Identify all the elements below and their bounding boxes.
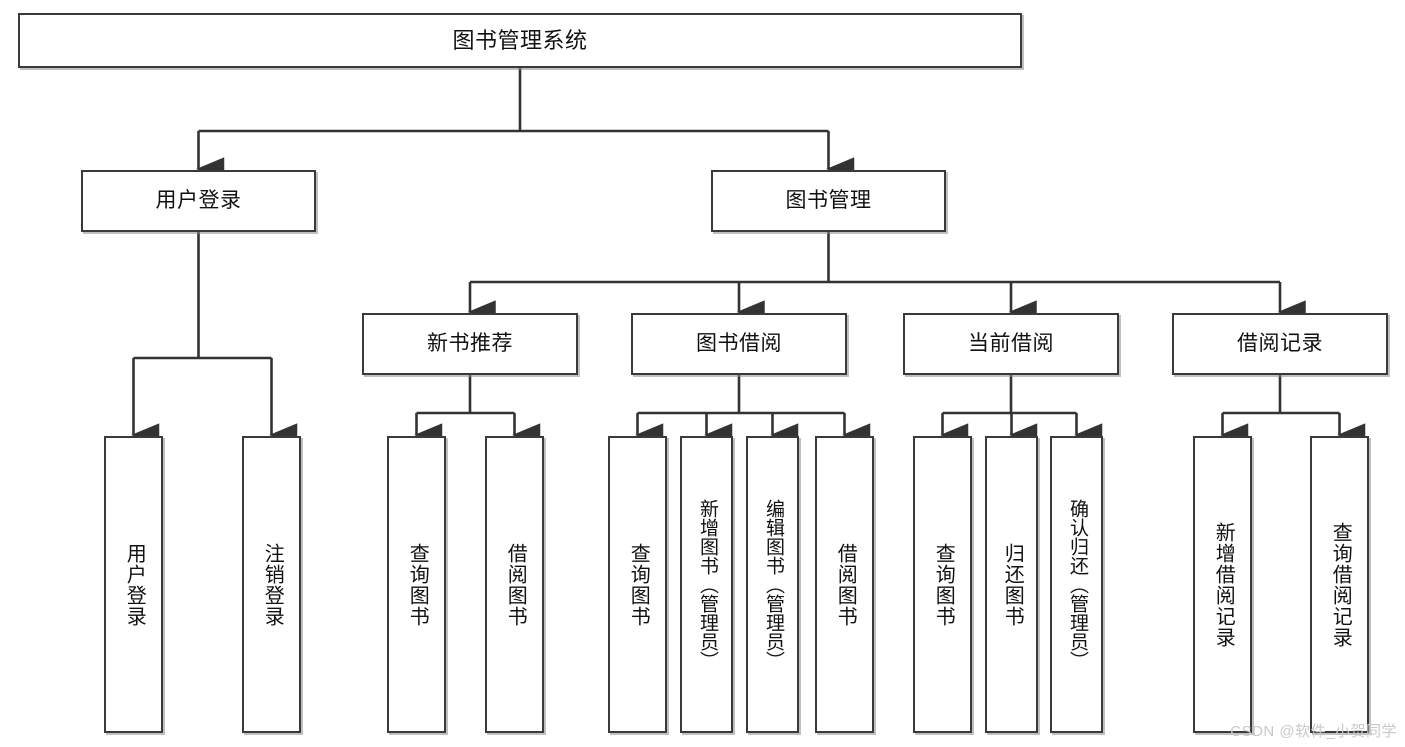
node-label: 借阅记录	[1237, 331, 1323, 355]
node-leaf-rec-1[interactable]: 新增借阅记录	[1193, 436, 1252, 733]
node-root[interactable]: 图书管理系统	[18, 13, 1022, 68]
node-leaf-new-2[interactable]: 借阅图书	[485, 436, 544, 733]
node-current[interactable]: 当前借阅	[903, 313, 1119, 375]
node-leaf-cur-1[interactable]: 查询图书	[913, 436, 972, 733]
node-leaf-rec-2[interactable]: 查询借阅记录	[1310, 436, 1369, 733]
node-label: 归还图书	[1001, 542, 1024, 627]
node-leaf-borrow-4[interactable]: 借阅图书	[815, 436, 874, 733]
node-label: 借阅图书	[834, 542, 857, 627]
node-label: 查询图书	[932, 542, 955, 627]
node-label: 当前借阅	[968, 331, 1054, 355]
node-label: 用户登录	[155, 188, 242, 212]
node-label: 图书管理	[785, 188, 872, 212]
node-label: 新增图书（管理员）	[696, 499, 718, 670]
node-leaf-cur-2[interactable]: 归还图书	[985, 436, 1038, 733]
node-leaf-new-1[interactable]: 查询图书	[387, 436, 446, 733]
node-leaf-borrow-1[interactable]: 查询图书	[608, 436, 667, 733]
node-login[interactable]: 用户登录	[81, 170, 316, 232]
node-leaf-borrow-3[interactable]: 编辑图书（管理员）	[746, 436, 799, 733]
node-leaf-login-1[interactable]: 用户登录	[104, 436, 163, 733]
node-label: 新增借阅记录	[1212, 521, 1235, 648]
watermark-label: CSDN @软件_小贺同学	[1230, 723, 1397, 740]
node-leaf-borrow-2[interactable]: 新增图书（管理员）	[680, 436, 733, 733]
node-label: 图书借阅	[696, 331, 782, 355]
node-label: 新书推荐	[427, 331, 513, 355]
node-label: 借阅图书	[504, 542, 527, 627]
node-label: 图书管理系统	[452, 27, 588, 53]
node-bookmgmt[interactable]: 图书管理	[711, 170, 946, 232]
node-label: 用户登录	[123, 542, 146, 627]
node-newbook[interactable]: 新书推荐	[362, 313, 578, 375]
node-label: 查询图书	[406, 542, 429, 627]
node-leaf-cur-3[interactable]: 确认归还（管理员）	[1050, 436, 1103, 733]
node-borrow[interactable]: 图书借阅	[631, 313, 847, 375]
node-label: 查询图书	[627, 542, 650, 627]
node-label: 注销登录	[261, 542, 284, 627]
node-records[interactable]: 借阅记录	[1172, 313, 1388, 375]
node-label: 查询借阅记录	[1329, 521, 1352, 648]
node-label: 编辑图书（管理员）	[762, 499, 784, 670]
node-label: 确认归还（管理员）	[1066, 499, 1088, 670]
node-leaf-login-2[interactable]: 注销登录	[242, 436, 301, 733]
